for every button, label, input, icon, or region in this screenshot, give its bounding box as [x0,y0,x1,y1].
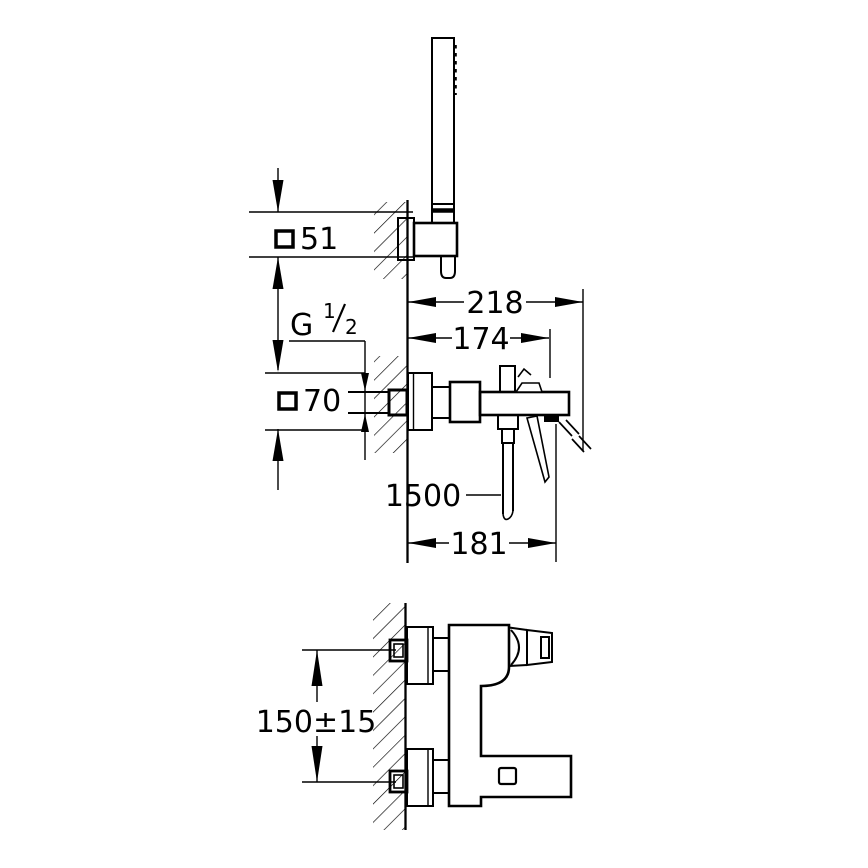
dimension-thread-g12: G 1 2 [289,299,369,460]
dimension-depth-181: 181 [408,424,557,562]
mixer-front-view [388,623,573,808]
arrow-up-150 [311,650,323,686]
aerator-front [497,766,518,786]
arrow-up-70 [272,429,284,461]
wall-hatch [373,200,409,830]
mixer-body-bar [478,390,571,417]
arrow-down-70 [272,340,284,372]
dimension-174-label: 174 [452,322,509,357]
dimension-hose-1500: 1500 [385,479,501,514]
arrow-right-181 [528,538,556,548]
square-symbol-icon [277,391,298,411]
arrow-left-218 [408,297,436,307]
dimension-181-label: 181 [450,527,507,562]
arrow-right-174 [521,333,549,343]
thread-fraction-slash [331,303,347,333]
thread-numerator-label: 1 [323,299,336,323]
dimension-70-label: 70 [303,384,341,419]
arrow-right-218 [555,297,583,307]
square-symbol-icon [274,229,295,249]
dimension-depth-218: 218 [408,286,584,451]
hose-nut [501,428,515,444]
lever-tip-mark [517,367,532,378]
wall-hatch-bottom [373,603,405,830]
arrow-up-thread [361,414,369,432]
escutcheon-side [407,372,433,431]
bracket-hose-stub [440,256,456,279]
wall-hatch-upper [374,202,407,279]
hand-shower-view [397,37,459,279]
mixer-side-view [348,365,592,521]
union-nipple-front-top [432,637,450,672]
union-nipple-side [431,386,451,419]
lever-grip-slot [540,636,550,659]
dimension-51-label: 51 [300,222,338,257]
escutcheon-front-bottom [406,748,434,807]
lever-base-cap [514,382,544,393]
thread-letter-label: G [290,308,313,343]
escutcheon-front-top [406,626,434,685]
arrow-up-51 [272,257,284,289]
shower-bracket-body [412,221,459,258]
dimension-depth-174: 174 [408,322,551,378]
hose-connector [497,414,519,430]
dimension-escutcheon-70: 70 [265,340,365,490]
water-stream-marks [558,419,592,453]
dimension-1500-label: 1500 [385,479,461,514]
dimension-spacing-150: 150±15 [256,649,396,783]
arrow-down-thread [361,373,369,391]
union-nipple-front-bottom [432,759,450,794]
hand-shower-stick [431,37,455,224]
arrow-left-174 [408,333,436,343]
dimension-bracket-51: 51 [249,168,413,370]
cartridge-post [499,365,516,393]
dimension-218-label: 218 [466,286,523,321]
handle-cone-bottom [508,664,528,667]
hose-break-line [502,510,514,521]
arrow-down-150 [311,746,323,782]
lever-handle-side [525,415,550,484]
lever-grip-front [526,628,553,667]
handle-cone-top [508,626,528,631]
dimension-150-label: 150±15 [256,705,377,740]
aerator-side [544,416,559,422]
thread-denominator-label: 2 [345,315,358,339]
mixer-body-front [447,623,573,808]
arrow-left-181 [408,538,436,548]
s-union-block [448,380,482,424]
cartridge-dome-arc [510,629,520,666]
arrow-down-51 [272,180,284,212]
